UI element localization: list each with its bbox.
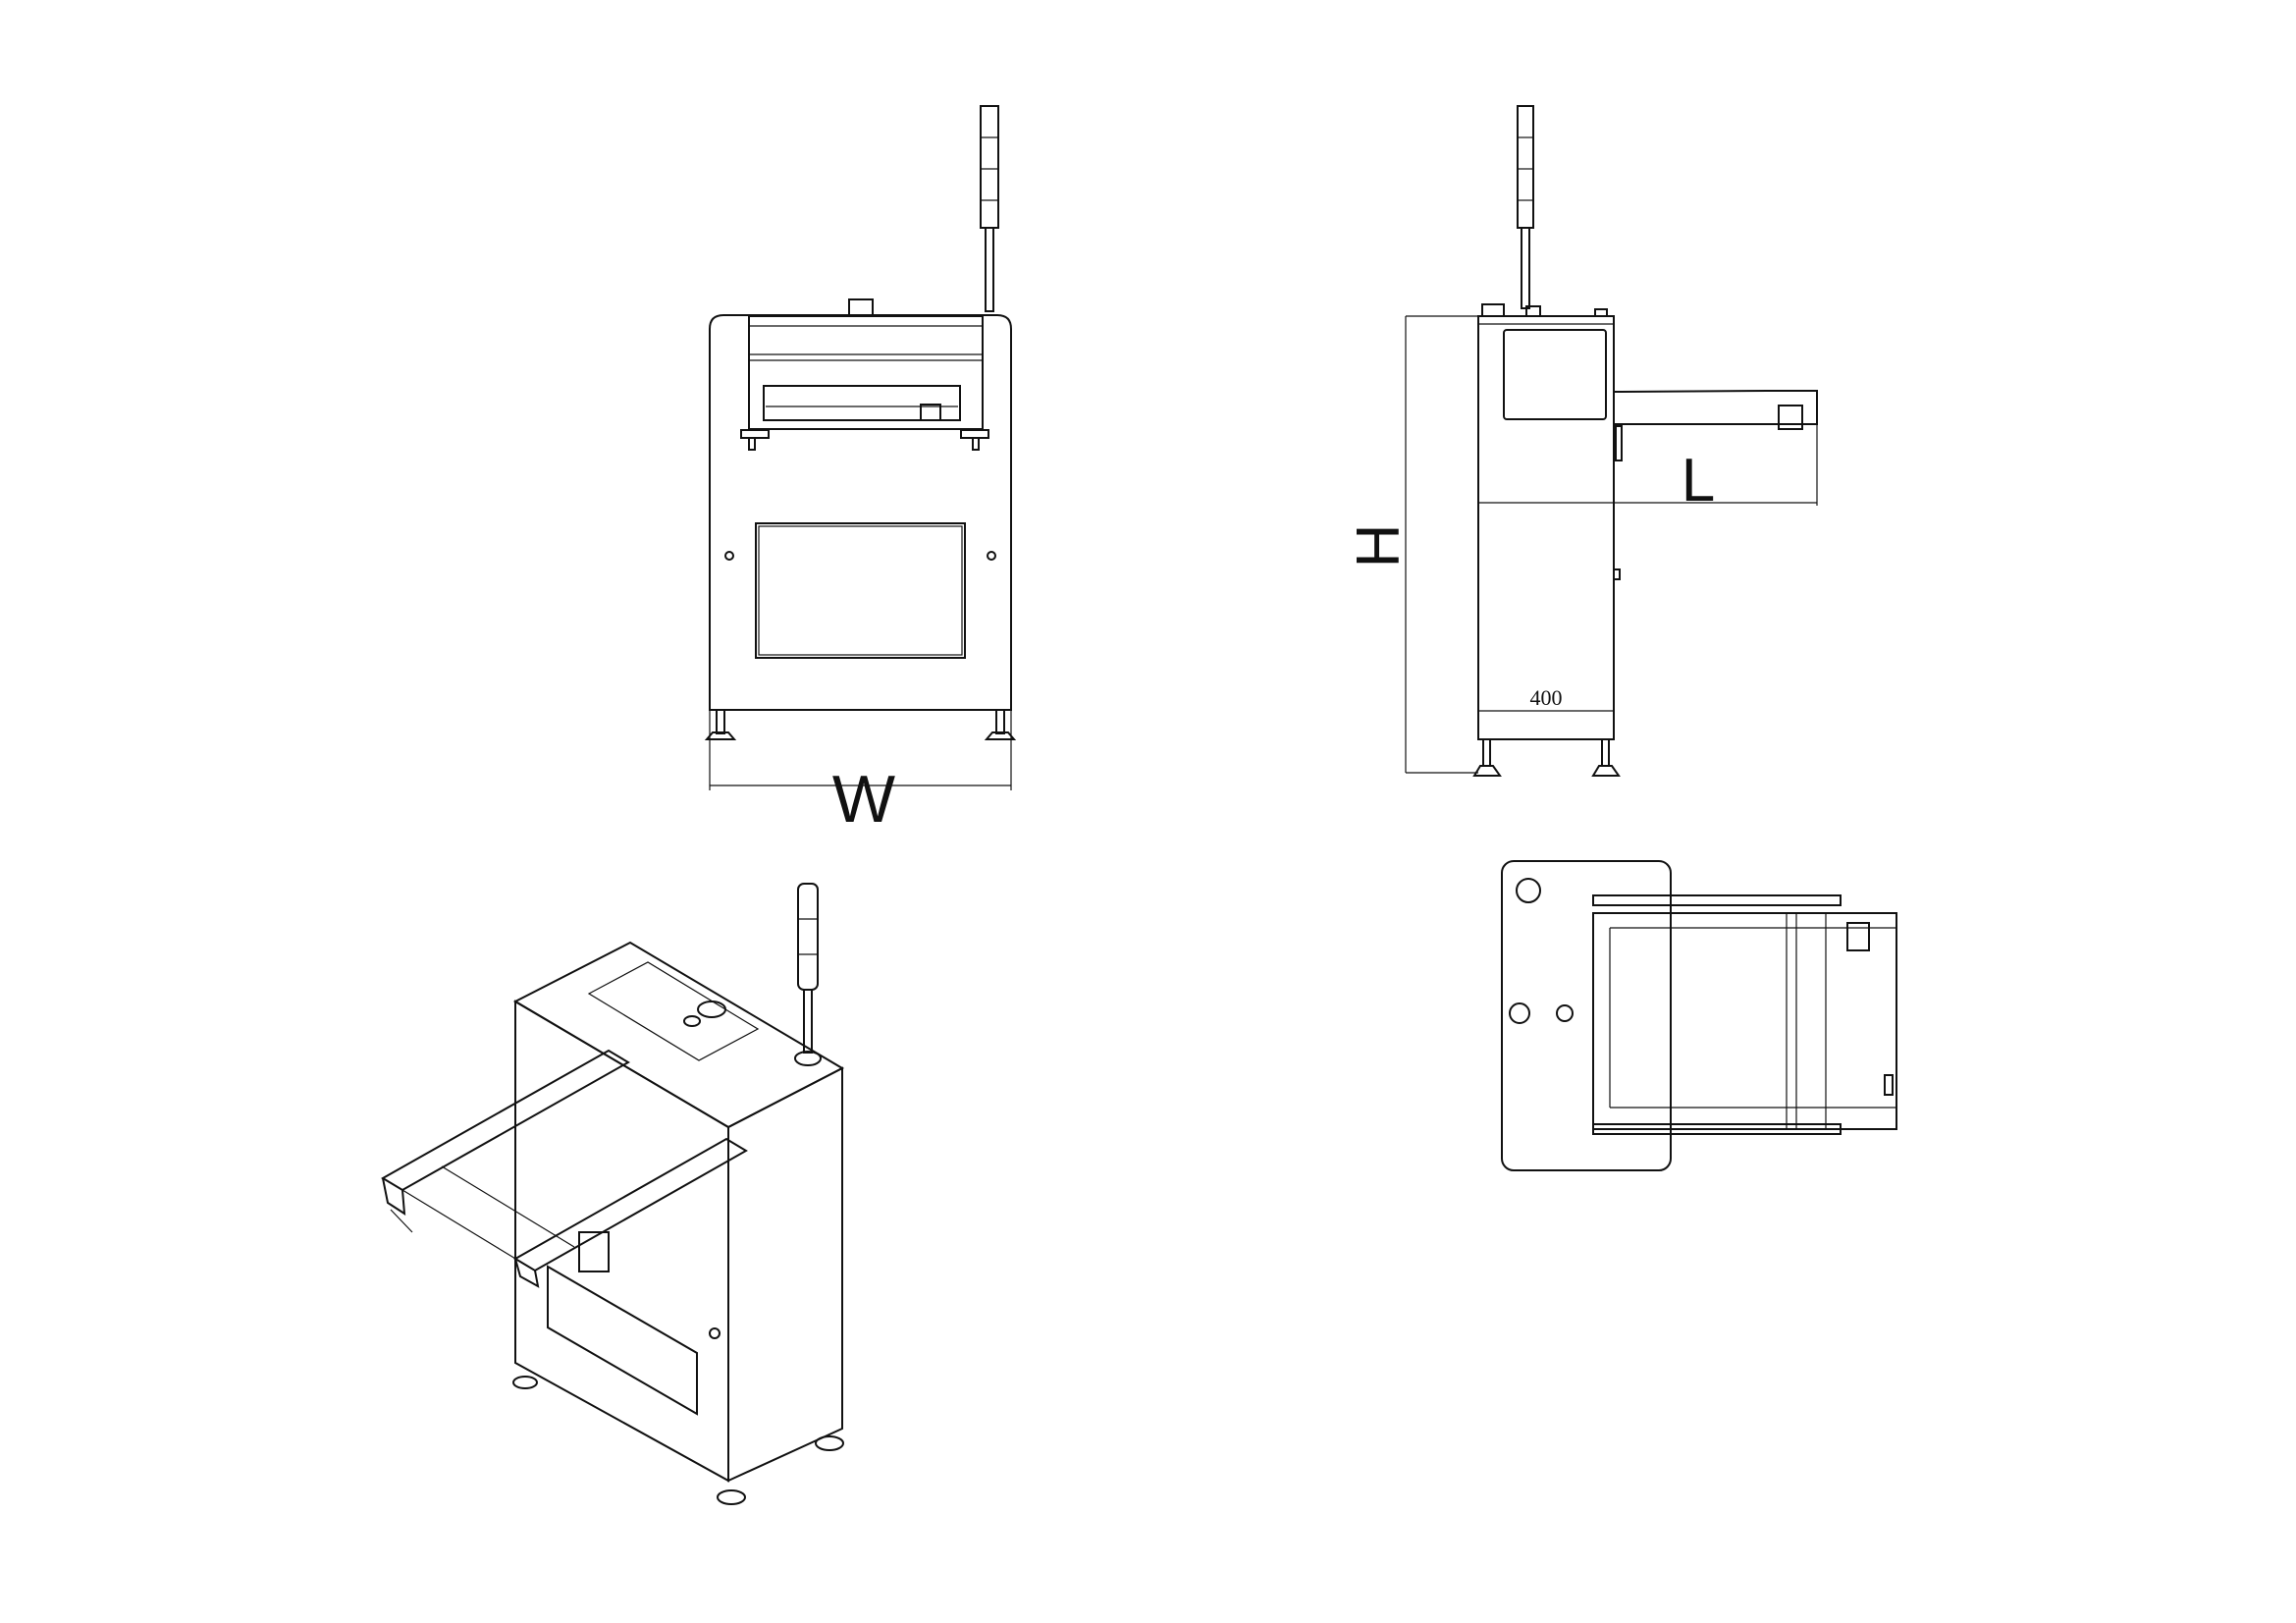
feet: [1472, 738, 1621, 777]
length-dimension: L: [1478, 424, 1818, 514]
width-dimension: W: [709, 710, 1012, 837]
conveyor-opening: [740, 315, 989, 451]
screw: [987, 551, 996, 561]
depth-dimension: 400: [1478, 685, 1614, 712]
iso-window: [547, 1265, 698, 1416]
side-view: H L 400: [1345, 105, 1818, 777]
screw: [724, 551, 734, 561]
front-window: [755, 522, 966, 659]
depth-value: 400: [1530, 685, 1563, 710]
top-view: [1501, 860, 1897, 1171]
conveyor-frame: [1592, 912, 1897, 1130]
iso-right-face: [727, 1066, 843, 1483]
top-button: [848, 298, 874, 316]
signal-tower: [794, 883, 822, 1066]
height-label: H: [1345, 524, 1413, 568]
side-panel: [1503, 329, 1607, 420]
iso-conveyor: [381, 1049, 748, 1288]
length-label: L: [1682, 447, 1715, 514]
conveyor-arm: [1613, 390, 1818, 461]
signal-tower: [980, 105, 999, 312]
isometric-view: [381, 883, 845, 1505]
width-label: W: [832, 762, 895, 837]
cabinet-top: [1501, 860, 1672, 1171]
cabinet-outline: [709, 314, 1012, 711]
feet: [512, 1376, 844, 1505]
front-view: W: [704, 105, 1017, 837]
signal-tower: [1517, 105, 1534, 309]
cabinet-side: [1477, 315, 1615, 740]
height-dimension: H: [1345, 315, 1478, 774]
feet: [704, 709, 1017, 740]
